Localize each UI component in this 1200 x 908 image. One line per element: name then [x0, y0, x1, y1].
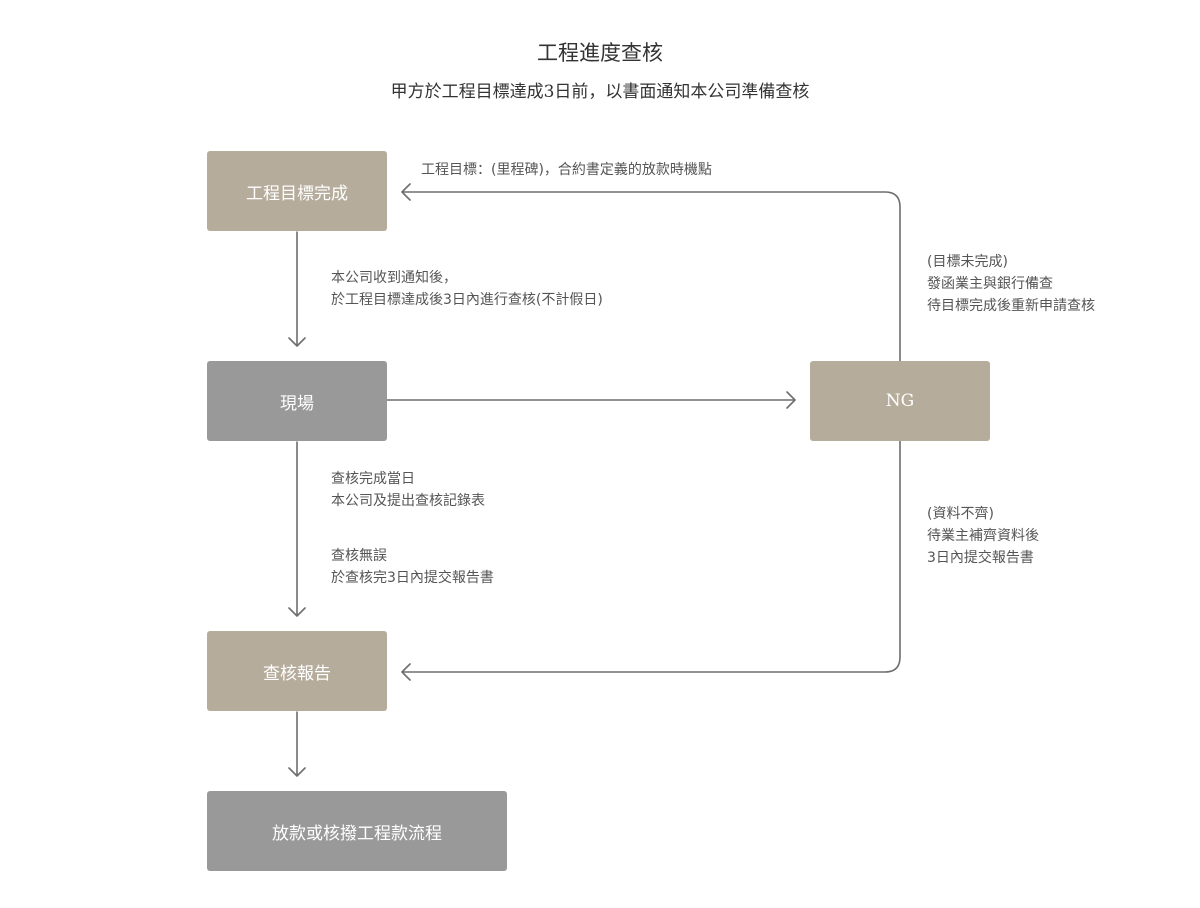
note-data-incomplete: (資料不齊) 待業主補齊資料後 3日內提交報告書	[927, 503, 1039, 569]
node-disbursement: 放款或核撥工程款流程	[207, 791, 507, 871]
page-subtitle: 甲方於工程目標達成3日前，以書面通知本公司準備查核	[390, 82, 810, 102]
page-title: 工程進度查核	[537, 41, 663, 65]
note-line: 本公司收到通知後，	[331, 270, 457, 286]
arrow-site-to-report	[288, 441, 306, 617]
note-line: (目標未完成)	[927, 254, 1008, 270]
note-line: 發函業主與銀行備查	[927, 276, 1053, 292]
note-line: 待業主補齊資料後	[927, 528, 1039, 544]
note-line: 查核無誤	[331, 548, 387, 564]
note-line: 待目標完成後重新申請查核	[927, 298, 1095, 314]
note-inspection-day: 查核完成當日 本公司及提出查核記錄表	[331, 468, 485, 512]
arrow-ng-to-milestone	[401, 183, 901, 362]
note-no-error: 查核無誤 於查核完3日內提交報告書	[331, 545, 494, 589]
note-line: 查核完成當日	[331, 471, 415, 487]
note-line: 於工程目標達成後3日內進行查核(不計假日)	[331, 292, 603, 308]
node-ng: NG	[810, 361, 990, 441]
node-inspection-report: 查核報告	[207, 631, 387, 711]
node-site: 現場	[207, 361, 387, 441]
note-line: 3日內提交報告書	[927, 550, 1034, 566]
arrow-milestone-to-site	[288, 231, 306, 347]
arrow-ng-to-report	[401, 440, 901, 681]
note-line: 於查核完3日內提交報告書	[331, 570, 494, 586]
note-milestone-definition: 工程目標：(里程碑)，合約書定義的放款時機點	[421, 162, 712, 178]
arrow-report-to-disbursement	[288, 711, 306, 777]
note-after-notice: 本公司收到通知後， 於工程目標達成後3日內進行查核(不計假日)	[331, 267, 603, 311]
node-milestone-complete: 工程目標完成	[207, 151, 387, 231]
note-line: 本公司及提出查核記錄表	[331, 493, 485, 509]
note-target-incomplete: (目標未完成) 發函業主與銀行備查 待目標完成後重新申請查核	[927, 251, 1095, 317]
note-line: (資料不齊)	[927, 506, 994, 522]
arrow-site-to-ng	[386, 391, 796, 409]
